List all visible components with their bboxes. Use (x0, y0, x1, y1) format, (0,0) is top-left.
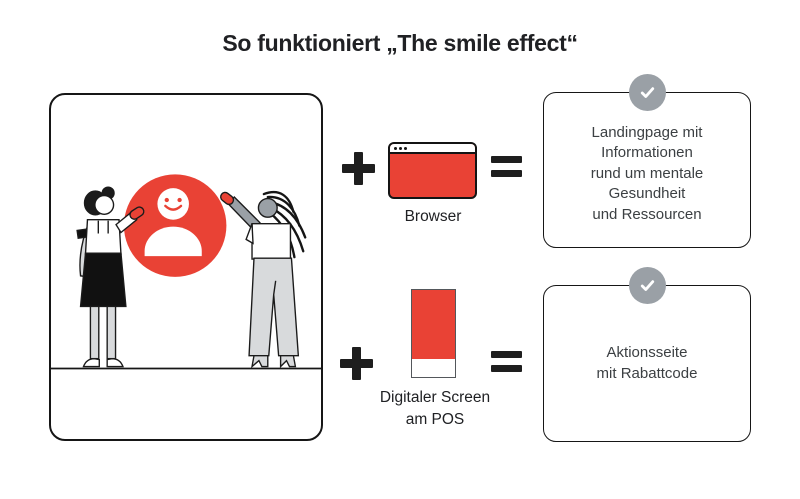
check-badge (629, 267, 666, 304)
plus-icon (340, 347, 373, 380)
plus-icon (342, 152, 375, 185)
equals-icon (491, 156, 522, 177)
check-badge (629, 74, 666, 111)
browser-titlebar (390, 144, 475, 154)
browser-dot-icon (404, 146, 407, 150)
check-icon (640, 280, 655, 291)
browser-dot-icon (394, 146, 397, 150)
page-title: So funktioniert „The smile effect“ (222, 30, 578, 56)
person-right (220, 190, 307, 369)
browser-dot-icon (399, 146, 402, 150)
browser-label: Browser (404, 208, 462, 225)
check-icon (640, 87, 655, 98)
smiley-person-avatar-icon (123, 174, 227, 277)
illustration-panel (49, 93, 323, 441)
pos-screen-icon (411, 289, 456, 378)
person-left (76, 186, 145, 368)
equals-icon (491, 351, 522, 372)
two-women-holding-smiley-illustration (51, 174, 321, 370)
pos-screen-content (412, 290, 455, 359)
browser-window-icon (388, 142, 477, 199)
